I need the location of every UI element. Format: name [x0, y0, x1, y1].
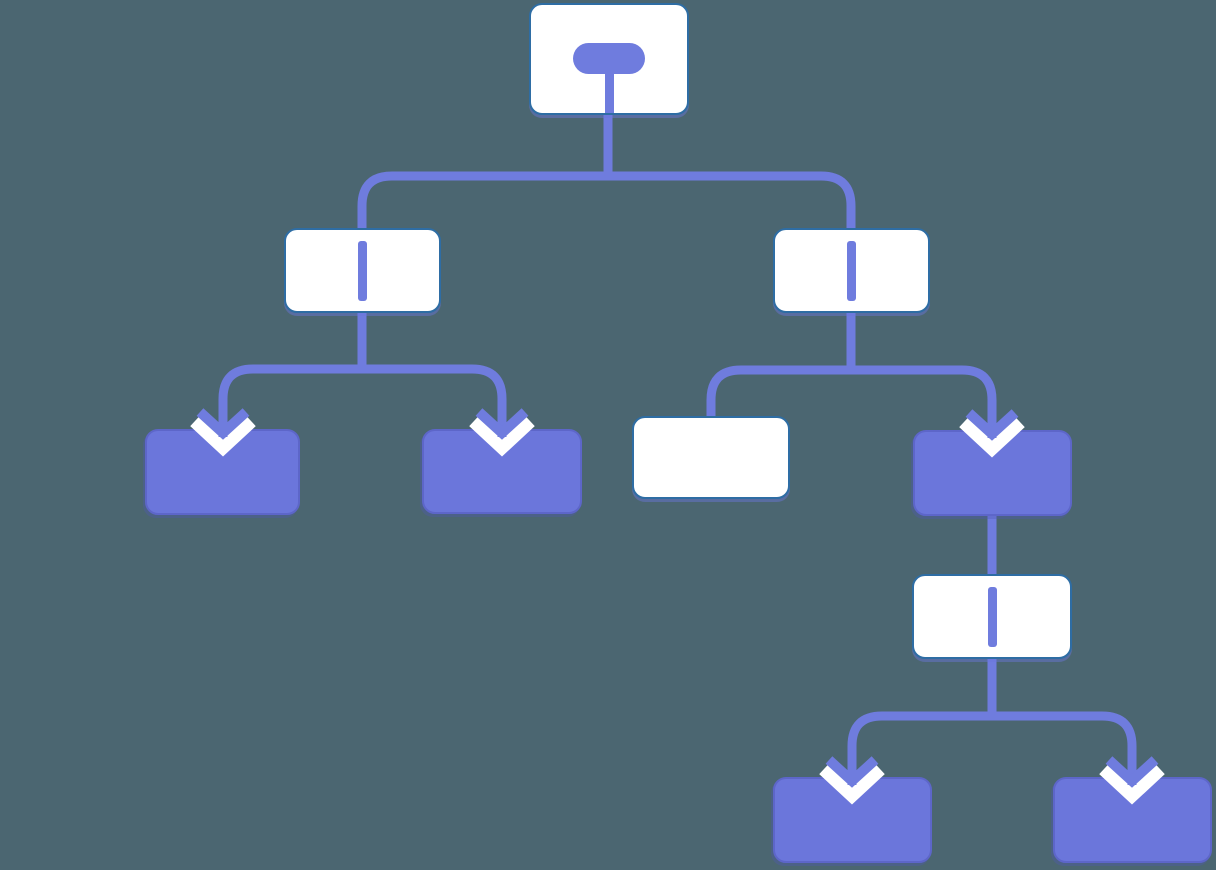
node-branch-right[interactable]: [773, 228, 930, 313]
node-branch-bottom[interactable]: [912, 574, 1072, 659]
connector-level1-rail: [357, 171, 856, 370]
chevron-double-down-icon: [1099, 755, 1165, 805]
chevron-double-down-icon: [189, 407, 256, 457]
connector-left-split-rail: [218, 364, 507, 407]
connector-right-split-rail: [706, 365, 997, 417]
stem-line: [604, 74, 614, 113]
chevron-double-down-icon: [469, 407, 535, 457]
chevron-double-down-icon: [959, 408, 1025, 458]
pill-icon: [573, 43, 645, 74]
node-root[interactable]: [529, 3, 689, 115]
chevron-double-down-icon: [819, 755, 885, 805]
connector-bottom-split-rail: [847, 711, 1137, 755]
node-task-left-1[interactable]: [145, 429, 300, 515]
node-branch-left[interactable]: [284, 228, 441, 313]
vertical-line-icon: [987, 586, 997, 647]
vertical-line-icon: [847, 240, 856, 301]
vertical-line-icon: [358, 240, 367, 301]
node-placeholder[interactable]: [632, 416, 790, 499]
